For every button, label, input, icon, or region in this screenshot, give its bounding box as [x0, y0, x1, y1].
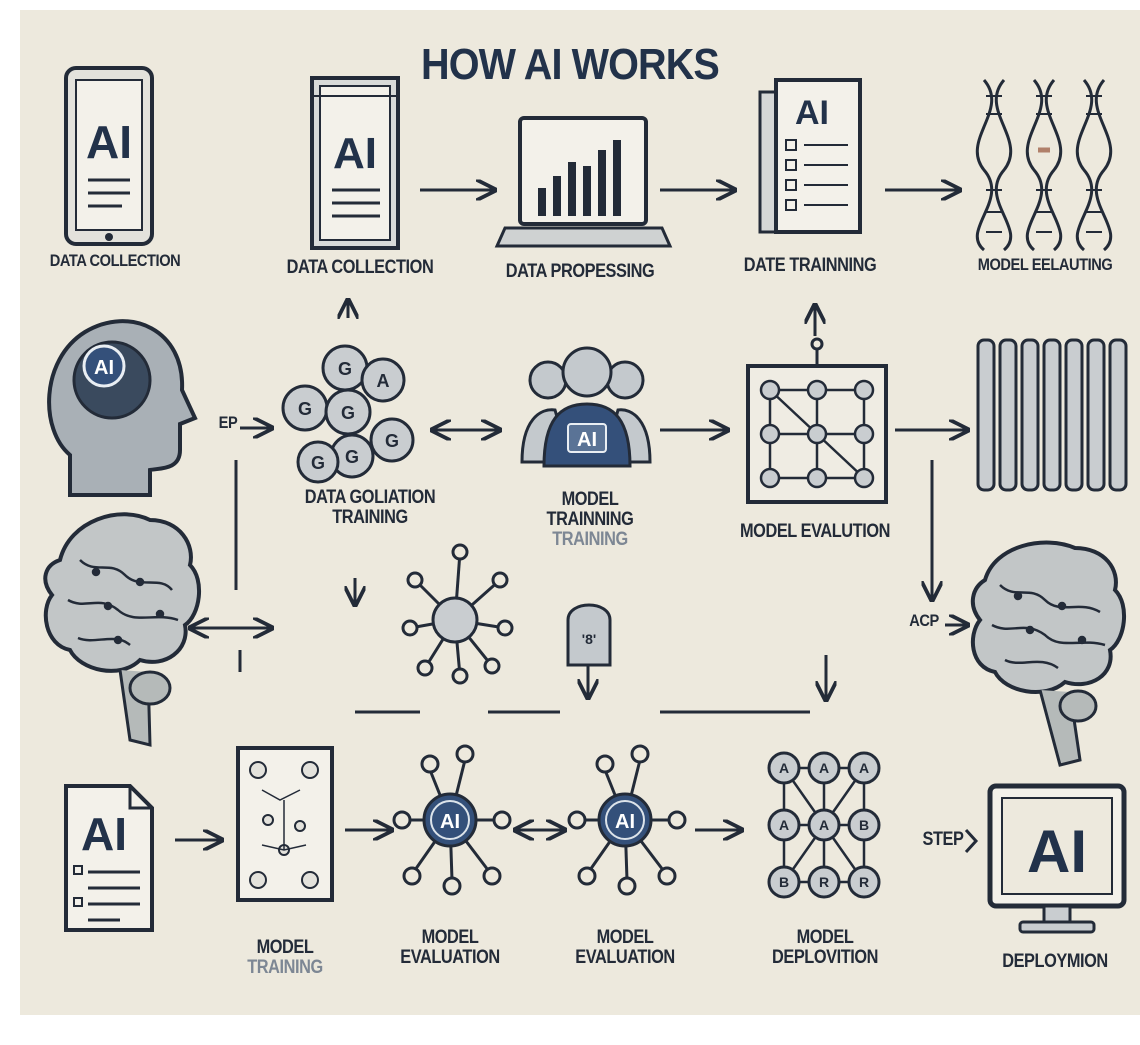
connector-label-step: STEP — [922, 829, 964, 850]
ai-mesh-icon: A A A A A B B R R — [767, 751, 881, 899]
laptop-chart-icon — [494, 116, 673, 248]
mesh-node-label: A — [779, 817, 789, 833]
connector-label-ep: EP — [218, 413, 238, 432]
label-data-collection-2: DATA COLLECTION — [286, 257, 434, 278]
svg-text:G: G — [298, 399, 312, 419]
label-model-evaluation-2: MODEL EVALUATION — [575, 927, 675, 968]
label-model-evalution: MODEL EVALUTION — [739, 521, 890, 542]
svg-text:AI: AI — [94, 357, 114, 379]
label-deploymion: DEPLOYMION — [1002, 951, 1108, 972]
label-model-eelauting: MODEL EELAUTING — [977, 255, 1113, 274]
svg-text:'8': '8' — [582, 631, 596, 647]
page-title: HOW AI WORKS — [421, 40, 720, 89]
svg-text:AI: AI — [440, 811, 460, 833]
gear-cluster-icon: G G A G G G G — [281, 344, 415, 484]
svg-text:G: G — [345, 447, 359, 467]
mesh-node-label: B — [779, 874, 789, 890]
label-model-trainning: MODEL TRAINNING TRAINING — [546, 489, 634, 550]
document-ai-icon: AI — [64, 784, 154, 932]
svg-text:AI: AI — [615, 811, 635, 833]
mesh-node-label: R — [859, 874, 869, 890]
svg-text:AI: AI — [577, 429, 597, 451]
ai-network-icon-2: AI — [567, 744, 687, 896]
svg-text:A: A — [377, 371, 390, 391]
svg-text:G: G — [338, 359, 352, 379]
svg-text:AI: AI — [795, 94, 829, 132]
mesh-node-label: A — [819, 760, 829, 776]
svg-text:AI: AI — [86, 116, 132, 168]
brain-icon-left — [43, 512, 202, 747]
label-data-propessing: DATA PROPESSING — [505, 261, 655, 282]
mesh-node-label: R — [819, 874, 829, 890]
ai-network-icon-1: AI — [392, 744, 512, 896]
connector-label-acp: ACP — [909, 611, 939, 630]
svg-text:G: G — [385, 431, 399, 451]
head-icon: AI — [47, 319, 198, 497]
dna-icon — [975, 79, 1113, 252]
network-grid-icon — [746, 337, 888, 504]
small-head-icon: '8' — [566, 603, 612, 667]
svg-text:AI: AI — [1027, 818, 1087, 885]
mesh-node-label: A — [819, 817, 829, 833]
label-model-evaluation-1: MODEL EVALUATION — [400, 927, 500, 968]
svg-text:G: G — [341, 403, 355, 423]
mesh-node-label: A — [779, 760, 789, 776]
row4-arrows — [175, 830, 742, 840]
label-date-trainning: DATE TRAINNING — [743, 255, 877, 276]
people-icon: AI — [520, 346, 652, 468]
svg-text:G: G — [311, 453, 325, 473]
step-chevron-icon — [964, 828, 979, 854]
mesh-node-label: B — [859, 817, 869, 833]
flowchart-doc-icon — [236, 746, 334, 902]
tablet-icon: AI — [64, 66, 154, 246]
svg-text:AI: AI — [81, 808, 127, 860]
bars-icon — [976, 338, 1128, 492]
document-icon: AI — [310, 76, 400, 250]
row2-connectors — [190, 300, 968, 714]
mesh-node-label: A — [859, 760, 869, 776]
label-data-collection-1: DATA COLLECTION — [49, 251, 181, 270]
label-model-training: MODEL TRAINING — [247, 937, 323, 978]
monitor-icon: AI — [987, 783, 1127, 934]
svg-text:AI: AI — [333, 129, 377, 178]
report-icon: AI — [758, 78, 862, 234]
network-hub-icon — [401, 543, 514, 685]
label-model-deplovition: MODEL DEPLOVITION — [771, 927, 879, 968]
brain-icon-right — [970, 540, 1127, 767]
label-data-goliation: DATA GOLIATION TRAINING — [304, 487, 436, 528]
